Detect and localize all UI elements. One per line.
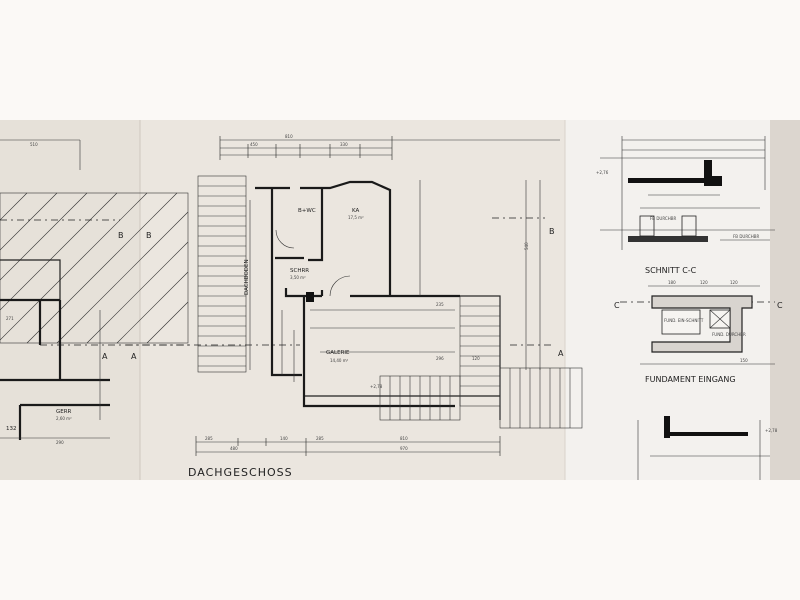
room-number-label: 132 <box>6 426 17 432</box>
floor-title: DACHGESCHOSS <box>188 466 293 479</box>
section-marker-a-right: A <box>558 349 564 358</box>
dim-small-c: 150 <box>740 358 748 363</box>
dim-bottom-c: 285 <box>316 436 324 441</box>
section-marker-c-left: C <box>614 301 620 310</box>
section-cc-title: SCHNITT C-C <box>645 266 697 275</box>
level-mark-lower: +2,78 <box>765 428 778 433</box>
room-bad-wc-label: B+WC <box>298 208 316 214</box>
dim-small-d: 120 <box>730 280 738 285</box>
room-gerr-label: GERR <box>56 409 72 415</box>
left-floor-plan: B B A A GERR 2,60 m² 132 510 290 271 <box>0 139 190 445</box>
dim-left-mid: 271 <box>6 316 14 321</box>
label-fundament-durchbr: FUND. DURCHBR <box>712 332 746 337</box>
main-floor-plan: 810 450 330 DACHBODEN <box>126 134 583 479</box>
section-marker-c-right: C <box>777 301 783 310</box>
dim-left-top: 510 <box>30 142 38 147</box>
section-marker-a-left-2: A <box>131 352 137 361</box>
label-fb-durchbr: FB DURCHBR <box>650 216 676 221</box>
level-mark-galerie: +2,78 <box>370 384 383 389</box>
section-marker-a-left-1: A <box>102 352 108 361</box>
dim-small-a: 180 <box>668 280 676 285</box>
fundament-detail: C C 180 120 120 FUND. EIN-SCHNITT FUND. … <box>614 280 783 384</box>
section-marker-b-left-2: B <box>146 231 152 240</box>
label-fb-durchbr-2: FB DURCHBR <box>733 234 759 239</box>
dim-bottom-a: 285 <box>205 436 213 441</box>
dim-gal-a: 235 <box>436 302 444 307</box>
dim-bottom-b: 140 <box>280 436 288 441</box>
drawing-sheet: B B A A GERR 2,60 m² 132 510 290 271 810… <box>0 120 800 480</box>
dim-right-vertical: 540 <box>524 242 529 250</box>
room-ka-label: KA <box>352 208 360 214</box>
room-schrr-area: 3,50 m² <box>290 275 306 280</box>
dim-top-b: 330 <box>340 142 348 147</box>
dim-gal-c: 120 <box>472 356 480 361</box>
room-dachboden-label: DACHBODEN <box>244 259 250 295</box>
dim-bottom-total-1: 480 <box>230 446 238 451</box>
room-ka-area: 17,5 m² <box>348 215 364 220</box>
room-schrr-label: SCHRR <box>290 268 309 274</box>
lower-detail: +2,78 <box>637 416 778 480</box>
dim-left-small: 290 <box>56 440 64 445</box>
foundation-title: FUNDAMENT EINGANG <box>645 375 736 384</box>
dim-bottom-total-2: 970 <box>400 446 408 451</box>
section-cc-detail: FB DURCHBR FB DURCHBR +2,76 SCHNITT C-C <box>596 136 775 275</box>
dim-bottom-d: 810 <box>400 436 408 441</box>
section-marker-b-right: B <box>549 227 555 236</box>
room-gerr-area: 2,60 m² <box>56 416 72 421</box>
room-galerie-label: GALERIE <box>326 350 350 356</box>
label-fundament-schnitt: FUND. EIN-SCHNITT <box>664 318 704 323</box>
dim-top-a: 450 <box>250 142 258 147</box>
level-mark-cc: +2,76 <box>596 170 609 175</box>
dim-gal-b: 296 <box>436 356 444 361</box>
section-marker-b-left-1: B <box>118 231 124 240</box>
dim-top-total: 810 <box>285 134 293 139</box>
room-galerie-area: 14,40 m² <box>330 358 349 363</box>
dim-small-b: 120 <box>700 280 708 285</box>
